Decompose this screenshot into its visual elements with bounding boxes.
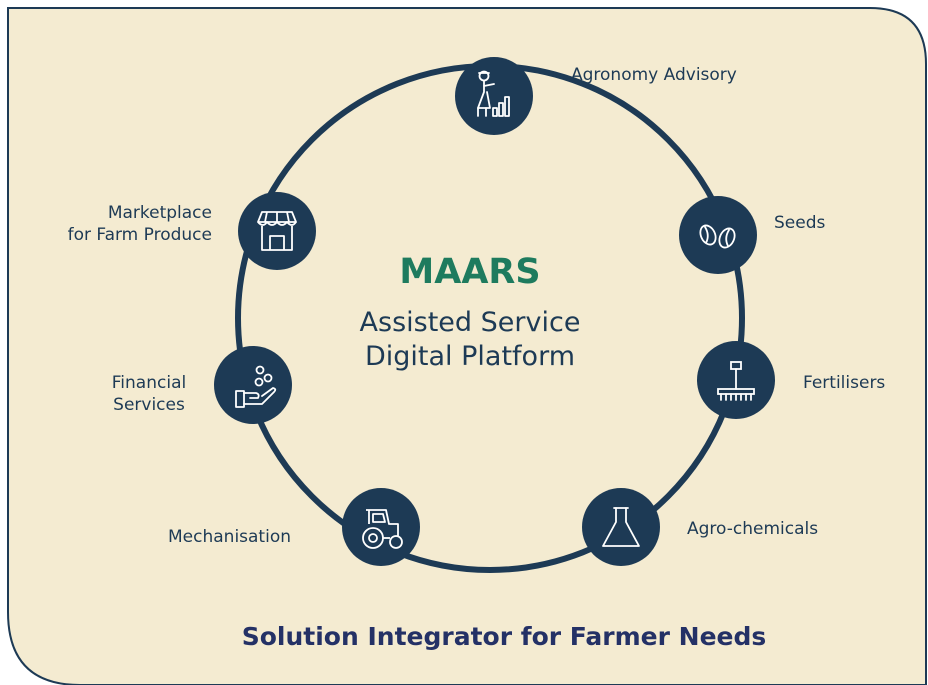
node-marketplace	[238, 192, 316, 270]
seeds-icon	[699, 224, 736, 249]
node-agronomy-advisory	[455, 57, 533, 135]
label-marketplace: Marketplace for Farm Produce	[40, 202, 212, 246]
farmer-advisor-icon	[477, 70, 510, 117]
label-agronomy-advisory: Agronomy Advisory	[571, 65, 737, 85]
label-seeds: Seeds	[774, 213, 826, 233]
platform-subtitle: Assisted Service Digital Platform	[300, 306, 640, 374]
label-financial-services: Financial Services	[94, 372, 204, 416]
label-agro-chemicals: Agro-chemicals	[687, 519, 819, 539]
platform-title: MAARS	[399, 252, 541, 292]
market-stall-icon	[257, 211, 297, 251]
label-financial-line2: Services	[113, 395, 185, 415]
label-marketplace-line1: Marketplace	[107, 203, 212, 223]
node-seeds	[679, 196, 757, 274]
label-financial-line1: Financial	[111, 373, 187, 393]
rake-spreader-icon	[717, 361, 755, 401]
platform-subtitle-line1: Assisted Service	[359, 307, 581, 338]
platform-subtitle-line2: Digital Platform	[364, 341, 575, 372]
label-fertilisers: Fertilisers	[803, 373, 886, 393]
footer-tagline: Solution Integrator for Farmer Needs	[241, 622, 767, 651]
tractor-icon	[362, 509, 403, 549]
label-marketplace-line2: for Farm Produce	[67, 225, 212, 245]
node-mechanisation	[342, 488, 420, 566]
node-financial-services	[214, 346, 292, 424]
node-fertilisers	[697, 341, 775, 419]
node-agro-chemicals	[582, 488, 660, 566]
label-mechanisation: Mechanisation	[168, 527, 292, 547]
flask-icon	[602, 507, 640, 547]
hand-coins-icon	[235, 365, 277, 408]
